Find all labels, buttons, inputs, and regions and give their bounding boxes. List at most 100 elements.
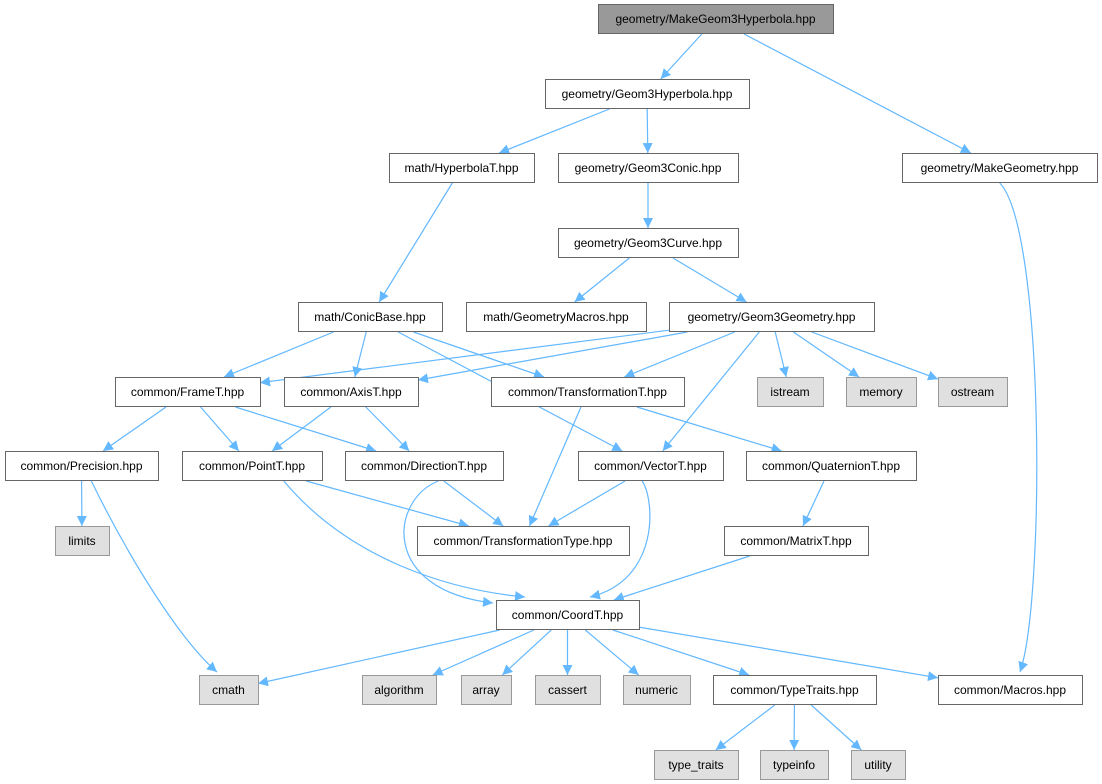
edge-line <box>259 329 670 387</box>
node-memory: memory <box>846 377 917 407</box>
node-geommacros[interactable]: math/GeometryMacros.hpp <box>466 302 647 332</box>
node-type_traits: type_traits <box>654 750 739 780</box>
node-label: algorithm <box>374 683 423 697</box>
node-conicbase[interactable]: math/ConicBase.hpp <box>298 302 443 332</box>
node-istream: istream <box>757 377 824 407</box>
node-label: cassert <box>548 683 587 697</box>
node-g3conic[interactable]: geometry/Geom3Conic.hpp <box>558 153 739 183</box>
node-box <box>558 228 739 258</box>
node-label: geometry/Geom3Conic.hpp <box>575 161 722 175</box>
node-coordT[interactable]: common/CoordT.hpp <box>496 600 640 630</box>
node-label: numeric <box>635 683 678 697</box>
edge-g3curve-to-geommacros <box>574 257 630 303</box>
edge-g3geom-to-istream <box>774 331 789 378</box>
node-transT[interactable]: common/TransformationT.hpp <box>491 377 685 407</box>
edge-pointT-to-coordT <box>283 480 526 602</box>
edge-line <box>612 629 750 677</box>
edge-g3geom-to-vectorT <box>662 331 760 452</box>
node-g3geom[interactable]: geometry/Geom3Geometry.hpp <box>669 302 875 332</box>
node-label: geometry/MakeGeometry.hpp <box>921 161 1079 175</box>
node-label: math/ConicBase.hpp <box>314 310 426 324</box>
edge-coordT-to-algorithm <box>432 629 535 676</box>
node-label: utility <box>864 758 891 772</box>
node-box <box>535 675 601 705</box>
node-quatT[interactable]: common/QuaternionT.hpp <box>746 451 917 481</box>
edge-line <box>432 629 535 676</box>
edge-line <box>90 480 218 673</box>
node-hypT[interactable]: math/HyperbolaT.hpp <box>389 153 535 183</box>
node-frameT[interactable]: common/FrameT.hpp <box>115 377 261 407</box>
edge-line <box>810 704 862 751</box>
node-matrixT[interactable]: common/MatrixT.hpp <box>724 526 869 556</box>
node-box <box>199 675 259 705</box>
edge-line <box>271 406 332 452</box>
node-label: common/TransformationType.hpp <box>434 534 613 548</box>
node-label: geometry/Geom3Hyperbola.hpp <box>562 87 733 101</box>
node-transType[interactable]: common/TransformationType.hpp <box>417 526 630 556</box>
node-box <box>669 302 875 332</box>
node-box <box>461 675 512 705</box>
node-box <box>558 153 739 183</box>
node-box <box>578 451 724 481</box>
edge-line <box>365 406 410 452</box>
edge-pointT-to-transType <box>306 480 469 529</box>
node-label: common/CoordT.hpp <box>512 608 624 622</box>
edge-matrixT-to-coordT <box>613 555 750 602</box>
edge-coordT-to-numeric <box>584 629 640 676</box>
node-box <box>5 451 159 481</box>
node-label: common/QuaternionT.hpp <box>762 459 900 473</box>
node-label: cmath <box>212 683 245 697</box>
node-utility: utility <box>851 750 906 780</box>
node-dirT[interactable]: common/DirectionT.hpp <box>345 451 504 481</box>
edge-coordT-to-array <box>501 629 552 676</box>
edge-line <box>811 331 939 381</box>
node-axisT[interactable]: common/AxisT.hpp <box>284 377 419 407</box>
node-label: common/AxisT.hpp <box>300 385 402 399</box>
edge-line <box>589 480 651 600</box>
edge-line <box>660 33 703 80</box>
edge-typetraitsH-to-utility <box>810 704 862 751</box>
nodes-layer: geometry/MakeGeom3Hyperbola.hpp geometry/… <box>5 4 1098 780</box>
node-macros[interactable]: common/Macros.hpp <box>938 675 1083 705</box>
edge-line <box>200 406 240 452</box>
edge-typetraitsH-to-type_traits <box>715 704 776 751</box>
edge-precision-to-cmath <box>90 480 218 673</box>
node-algorithm: algorithm <box>362 675 437 705</box>
node-label: common/DirectionT.hpp <box>361 459 487 473</box>
node-precision[interactable]: common/Precision.hpp <box>5 451 159 481</box>
node-box <box>938 675 1083 705</box>
node-pointT[interactable]: common/PointT.hpp <box>182 451 323 481</box>
node-vectorT[interactable]: common/VectorT.hpp <box>578 451 724 481</box>
node-label: typeinfo <box>773 758 815 772</box>
edge-line <box>774 331 789 378</box>
node-g3h[interactable]: geometry/Geom3Hyperbola.hpp <box>545 79 750 109</box>
node-label: common/TypeTraits.hpp <box>730 683 859 697</box>
node-label: common/FrameT.hpp <box>131 385 245 399</box>
node-box <box>746 451 917 481</box>
node-typetraitsH[interactable]: common/TypeTraits.hpp <box>713 675 877 705</box>
edge-coordT-to-macros <box>638 626 939 682</box>
edge-line <box>662 331 760 452</box>
node-label: ostream <box>951 385 994 399</box>
node-label: memory <box>859 385 902 399</box>
edge-conicbase-to-axisT <box>352 331 367 378</box>
node-mg[interactable]: geometry/MakeGeometry.hpp <box>902 153 1098 183</box>
node-g3curve[interactable]: geometry/Geom3Curve.hpp <box>558 228 739 258</box>
node-label: common/VectorT.hpp <box>594 459 707 473</box>
edge-axisT-to-dirT <box>365 406 410 452</box>
edge-line <box>223 331 334 378</box>
edge-line <box>548 480 626 527</box>
node-root[interactable]: geometry/MakeGeom3Hyperbola.hpp <box>598 4 834 34</box>
edge-line <box>574 257 630 303</box>
edge-line <box>102 406 167 452</box>
node-box <box>466 302 647 332</box>
edge-mg-to-macros <box>999 182 1038 673</box>
node-label: geometry/MakeGeom3Hyperbola.hpp <box>615 12 815 26</box>
node-label: limits <box>68 534 95 548</box>
edge-frameT-to-precision <box>102 406 167 452</box>
node-box <box>362 675 437 705</box>
edge-line <box>283 480 526 602</box>
node-box <box>298 302 443 332</box>
edge-hypT-to-conicbase <box>378 182 453 303</box>
node-ostream: ostream <box>938 377 1008 407</box>
